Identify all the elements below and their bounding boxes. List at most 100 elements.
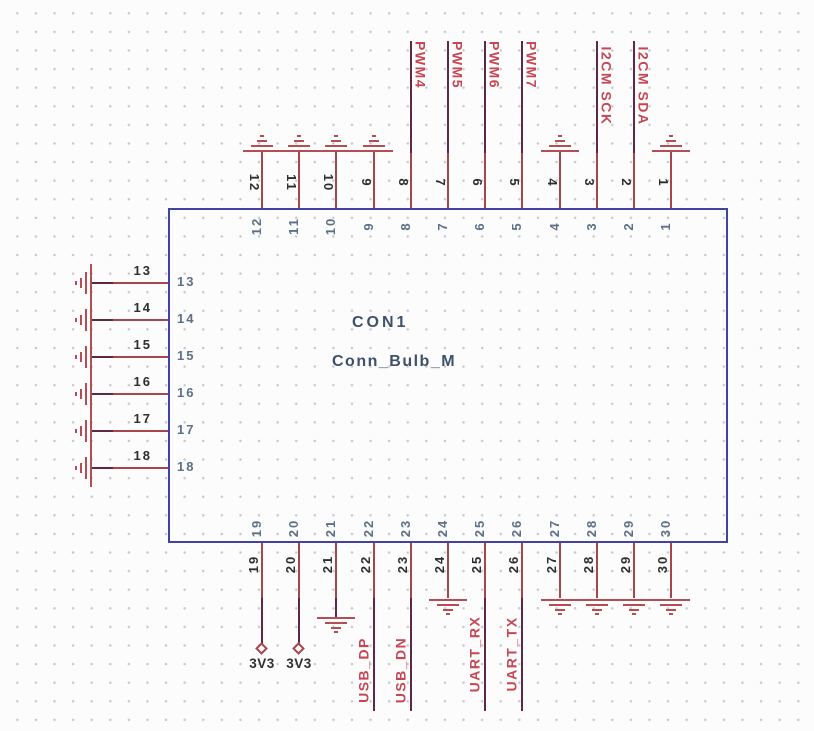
pin-13[interactable]: [113, 282, 168, 284]
pin-number: 10: [321, 173, 336, 193]
ground-symbol[interactable]: [280, 135, 318, 152]
component-value[interactable]: Conn_Bulb_M: [332, 353, 457, 370]
wire-PWM5[interactable]: [447, 41, 449, 153]
net-label-USB_DP[interactable]: USB_DP: [355, 637, 372, 703]
net-label-I2CM_SCK[interactable]: I2CM SCK: [598, 46, 615, 126]
ground-bar: [558, 135, 562, 137]
pin-16[interactable]: [113, 393, 168, 395]
ground-bar: [75, 318, 77, 322]
pin-29[interactable]: [633, 543, 635, 598]
ground-symbol[interactable]: [578, 599, 616, 616]
net-label-PWM4[interactable]: PWM4: [412, 41, 429, 89]
ground-bar: [429, 599, 467, 601]
pin-14[interactable]: [113, 319, 168, 321]
net-label-PWM6[interactable]: PWM6: [486, 41, 503, 89]
ground-symbol[interactable]: [652, 599, 690, 616]
pin-17[interactable]: [113, 430, 168, 432]
pin-15[interactable]: [113, 356, 168, 358]
pin-30[interactable]: [670, 543, 672, 598]
pin-number: 12: [247, 173, 262, 193]
pin-19[interactable]: [261, 543, 263, 598]
ground-symbol[interactable]: [429, 599, 467, 616]
wire-13[interactable]: [92, 282, 113, 284]
wire-17[interactable]: [92, 430, 113, 432]
ground-symbol[interactable]: [541, 135, 579, 152]
ground-symbol[interactable]: [75, 375, 92, 413]
ground-symbol[interactable]: [75, 412, 92, 450]
net-label-UART_RX[interactable]: UART_RX: [466, 615, 483, 693]
ground-symbol[interactable]: [652, 135, 690, 152]
pin-number: 17: [133, 411, 152, 426]
ground-symbol[interactable]: [243, 135, 281, 152]
wire-PWM4[interactable]: [410, 41, 412, 153]
ground-symbol[interactable]: [541, 599, 579, 616]
wire-14[interactable]: [92, 319, 113, 321]
ground-symbol[interactable]: [317, 617, 355, 634]
pin-25[interactable]: [484, 543, 486, 598]
net-label-USB_DN[interactable]: USB_DN: [392, 636, 409, 704]
ground-symbol[interactable]: [75, 301, 92, 339]
ground-bar: [555, 609, 565, 611]
wire-I2CM SCK[interactable]: [596, 41, 598, 153]
pin-3[interactable]: [596, 153, 598, 208]
wire-UART_TX[interactable]: [521, 598, 523, 711]
pin-5[interactable]: [521, 153, 523, 208]
wire-UART_RX[interactable]: [484, 598, 486, 711]
ground-bar: [669, 135, 673, 137]
pin-27[interactable]: [559, 543, 561, 598]
pin-number: 5: [507, 178, 522, 188]
ground-symbol[interactable]: [615, 599, 653, 616]
pin-28[interactable]: [596, 543, 598, 598]
pin-4[interactable]: [559, 150, 561, 208]
wire-PWM7[interactable]: [521, 41, 523, 153]
net-label-PWM7[interactable]: PWM7: [523, 41, 540, 89]
pin-24[interactable]: [447, 543, 449, 598]
net-label-PWM5[interactable]: PWM5: [449, 41, 466, 89]
wire-I2CM SDA[interactable]: [633, 41, 635, 153]
pin-22[interactable]: [373, 543, 375, 598]
ground-symbol[interactable]: [317, 135, 355, 152]
ground-bar: [80, 352, 82, 362]
ground-symbol[interactable]: [75, 338, 92, 376]
wire-16[interactable]: [92, 393, 113, 395]
wire-PWM6[interactable]: [484, 41, 486, 153]
wire-18[interactable]: [92, 467, 113, 469]
wire-3V3-20[interactable]: [298, 598, 300, 644]
net-label-UART_TX[interactable]: UART_TX: [503, 616, 520, 692]
pin-6[interactable]: [484, 153, 486, 208]
pin-1[interactable]: [670, 150, 672, 208]
pin-name: 3: [584, 221, 599, 231]
pin-number: 16: [133, 374, 152, 389]
ground-bar: [669, 613, 673, 615]
pin-9[interactable]: [373, 150, 375, 208]
pin-18[interactable]: [113, 467, 168, 469]
ground-bar: [80, 463, 82, 473]
pin-20[interactable]: [298, 543, 300, 598]
pin-name: 2: [621, 221, 636, 231]
pin-10[interactable]: [335, 150, 337, 208]
pin-26[interactable]: [521, 543, 523, 598]
pin-12[interactable]: [261, 150, 263, 208]
pin-name: 15: [177, 348, 196, 363]
pin-number: 28: [581, 554, 596, 574]
pin-8[interactable]: [410, 153, 412, 208]
wire-15[interactable]: [92, 356, 113, 358]
wire-21[interactable]: [335, 598, 337, 617]
wire-3V3-19[interactable]: [261, 598, 263, 644]
wire-USB_DP[interactable]: [373, 598, 375, 711]
wire-USB_DN[interactable]: [410, 598, 412, 711]
pin-23[interactable]: [410, 543, 412, 598]
ground-bar: [558, 613, 562, 615]
pin-7[interactable]: [447, 153, 449, 208]
pin-11[interactable]: [298, 150, 300, 208]
ground-symbol[interactable]: [355, 135, 393, 152]
ground-symbol[interactable]: [75, 449, 92, 487]
net-label-I2CM_SDA[interactable]: I2CM SDA: [635, 46, 652, 126]
component-body[interactable]: [168, 208, 728, 543]
pin-21[interactable]: [335, 543, 337, 598]
pin-name: 11: [286, 217, 301, 235]
pin-name: 27: [547, 518, 562, 538]
component-reference[interactable]: CON1: [352, 314, 409, 331]
ground-symbol[interactable]: [75, 264, 92, 302]
pin-2[interactable]: [633, 153, 635, 208]
